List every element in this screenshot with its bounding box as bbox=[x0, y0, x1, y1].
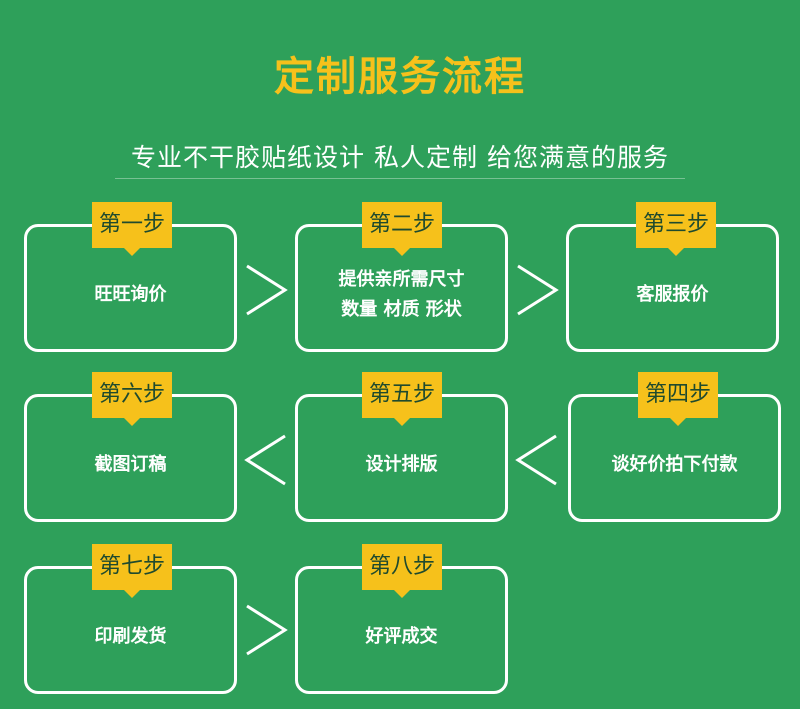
step-3-text-line1: 客服报价 bbox=[636, 284, 709, 305]
step-2-text-line2: 数量 材质 形状 bbox=[341, 299, 462, 320]
step-4-tag: 第四步 bbox=[638, 372, 718, 426]
page-subtitle: 专业不干胶贴纸设计 私人定制 给您满意的服务 bbox=[131, 143, 669, 172]
chevron-right-icon bbox=[517, 264, 559, 316]
page-title: 定制服务流程 bbox=[274, 54, 526, 100]
title-divider bbox=[115, 178, 685, 179]
chevron-right-icon bbox=[246, 604, 288, 656]
step-2-tag: 第二步 bbox=[362, 202, 442, 256]
chevron-right-icon bbox=[246, 264, 288, 316]
step-1-text-line1: 旺旺询价 bbox=[94, 284, 167, 305]
step-6-tag: 第六步 bbox=[92, 372, 172, 426]
step-5-text-line1: 设计排版 bbox=[365, 454, 438, 475]
step-6-text-line1: 截图订稿 bbox=[94, 454, 167, 475]
step-4-text-line1: 谈好价拍下付款 bbox=[611, 454, 738, 475]
step-7-text-line1: 印刷发货 bbox=[94, 626, 167, 647]
step-8-text-line1: 好评成交 bbox=[365, 626, 438, 647]
step-2-text-line1: 提供亲所需尺寸 bbox=[338, 269, 465, 290]
step-1-tag: 第一步 bbox=[92, 202, 172, 256]
step-7-tag: 第七步 bbox=[92, 544, 172, 598]
step-8-tag: 第八步 bbox=[362, 544, 442, 598]
step-5-tag: 第五步 bbox=[362, 372, 442, 426]
chevron-left-icon bbox=[515, 434, 557, 486]
chevron-left-icon bbox=[244, 434, 286, 486]
step-3-tag: 第三步 bbox=[636, 202, 716, 256]
